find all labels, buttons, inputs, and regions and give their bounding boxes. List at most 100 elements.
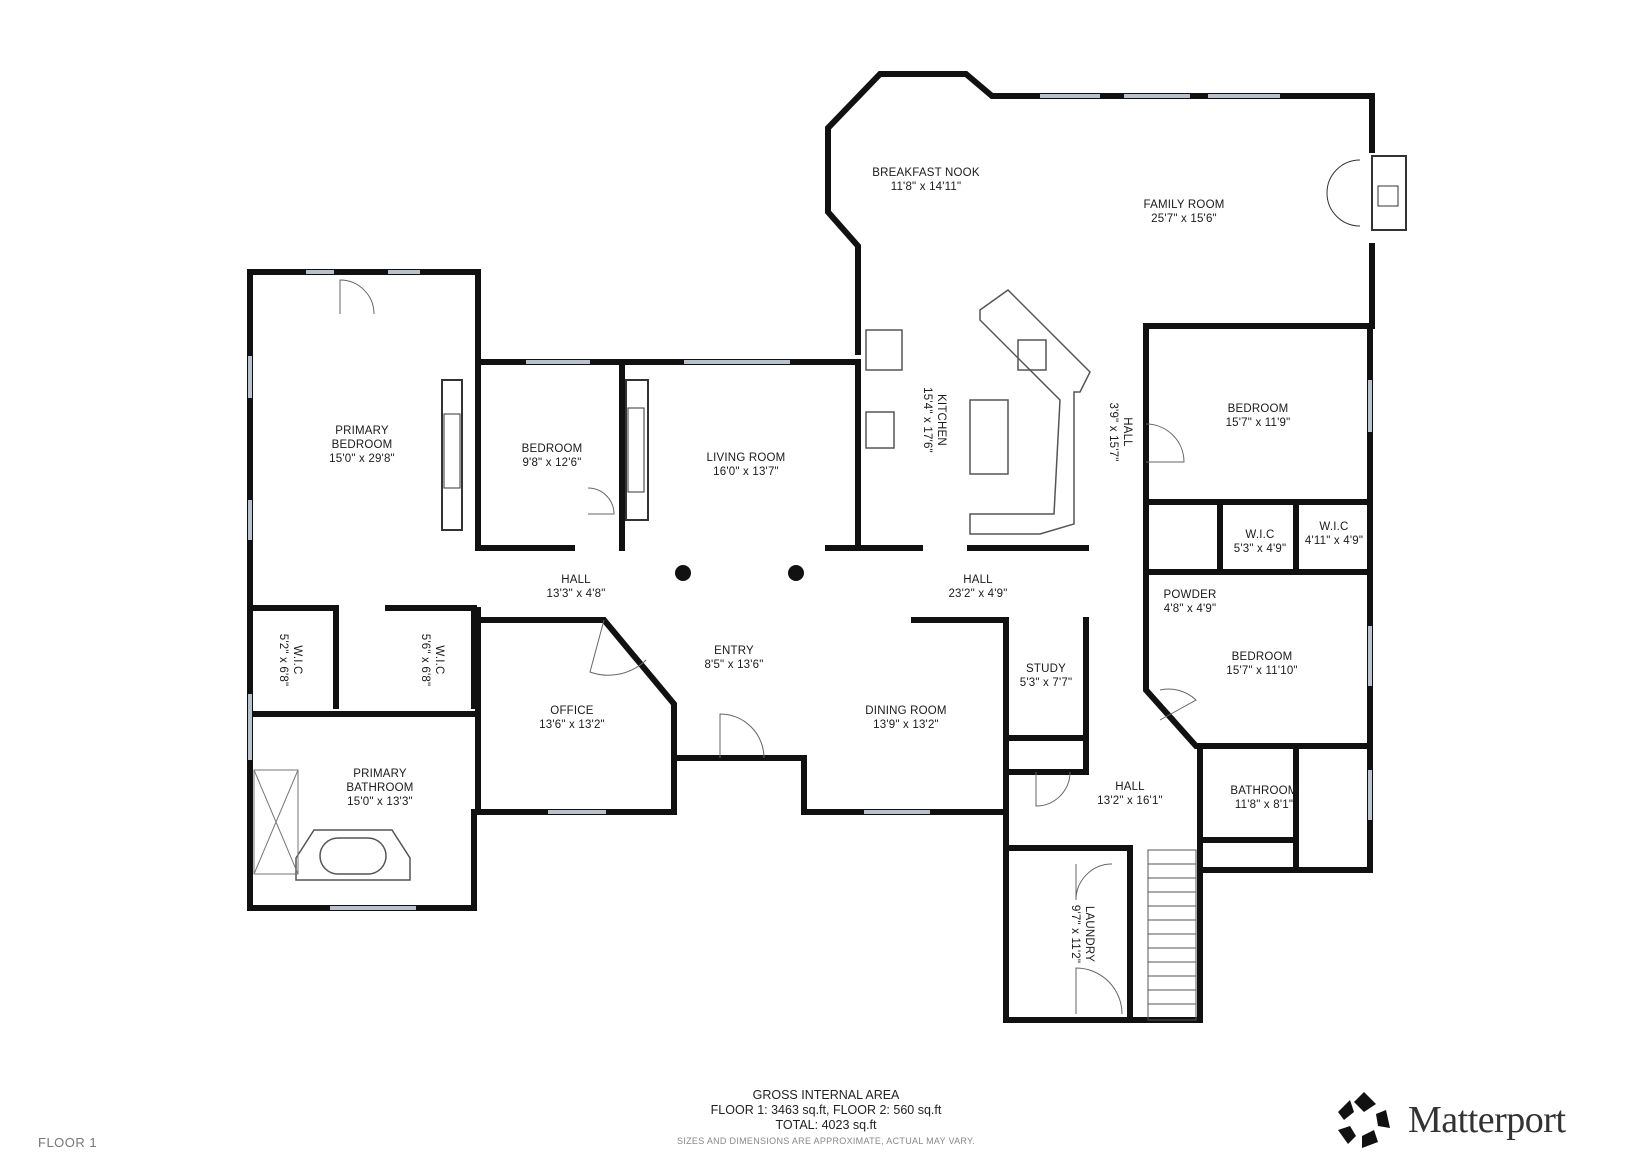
room-name: PRIMARY	[353, 768, 407, 780]
room-dims: 11'8" x 8'1"	[1234, 799, 1294, 811]
room-dims: 13'6" x 13'2"	[539, 719, 605, 731]
area-floors: FLOOR 1: 3463 sq.ft, FLOOR 2: 560 sq.ft	[710, 1103, 942, 1117]
room-dims: 5'6" x 6'8"	[419, 633, 431, 687]
wall-office	[475, 617, 677, 815]
room-label-primary-bathroom: PRIMARY BATHROOM 15'0" x 13'3"	[346, 767, 413, 809]
room-label-breakfast-nook: BREAKFAST NOOK 11'8" x 14'11"	[872, 166, 979, 194]
room-label-bedroom-1: BEDROOM 9'8" x 12'6"	[522, 442, 583, 470]
room-dims: 3'9" x 15'7"	[1107, 402, 1119, 462]
matterport-logo-icon	[1338, 1092, 1390, 1148]
wall-study-south	[1003, 735, 1089, 775]
wall-entry-south	[671, 649, 1009, 815]
room-label-bathroom: BATHROOM 11'8" x 8'1"	[1230, 784, 1297, 812]
door-swings	[339, 279, 1197, 1015]
wall-wic	[1143, 499, 1373, 575]
room-dims: 9'8" x 12'6"	[522, 457, 582, 469]
room-dims: 5'3" x 4'9"	[1233, 543, 1287, 555]
area-title: GROSS INTERNAL AREA	[752, 1088, 900, 1102]
kitchen-island-icon	[865, 289, 1091, 535]
room-label-hall-left: HALL 13'3" x 4'8"	[546, 573, 605, 601]
gross-area-summary: GROSS INTERNAL AREA FLOOR 1: 3463 sq.ft,…	[677, 1088, 975, 1149]
room-label-primary-bedroom: PRIMARY BEDROOM 15'0" x 29'8"	[329, 424, 395, 466]
column-left	[675, 565, 691, 581]
room-dims: 11'8" x 14'11"	[890, 181, 962, 193]
room-dims: 5'2" x 6'8"	[277, 633, 289, 687]
bathtub-primary-icon	[295, 829, 411, 881]
area-total: TOTAL: 4023 sq.ft	[775, 1118, 877, 1132]
room-name: HALL	[1121, 417, 1133, 447]
room-dims: 15'7" x 11'9"	[1225, 417, 1291, 429]
wall-bathroom	[1197, 747, 1299, 873]
room-label-kitchen: KITCHEN 15'4" x 17'6"	[920, 387, 948, 453]
fireplace-primary-icon	[441, 379, 463, 531]
room-label-wic-c: W.I.C 5'2" x 6'8"	[276, 634, 304, 686]
room-dims: 13'3" x 4'8"	[546, 588, 606, 600]
room-dims: 8'5" x 13'6"	[704, 659, 764, 671]
room-label-bedroom-2: BEDROOM 15'7" x 11'9"	[1226, 402, 1291, 430]
room-dims: 16'0" x 13'7"	[713, 466, 779, 478]
exterior-wall-primary-west	[247, 269, 477, 911]
room-label-wic-a: W.I.C 5'3" x 4'9"	[1234, 528, 1286, 556]
room-dims: 15'7" x 11'10"	[1226, 665, 1298, 677]
wall-kitchen-west	[855, 359, 923, 551]
room-label-hall-center: HALL 23'2" x 4'9"	[948, 573, 1007, 601]
room-name-2: BEDROOM	[331, 439, 393, 451]
room-name: BEDROOM	[521, 443, 583, 455]
room-dims: 15'0" x 13'3"	[347, 796, 413, 808]
windows	[248, 94, 1372, 910]
column-right	[788, 565, 804, 581]
room-name: LIVING ROOM	[706, 452, 786, 464]
room-dims: 23'2" x 4'9"	[948, 588, 1008, 600]
shower-primary-icon	[253, 769, 299, 875]
room-dims: 4'8" x 4'9"	[1163, 603, 1217, 615]
room-dims: 15'0" x 29'8"	[329, 453, 395, 465]
stairs-icon	[1147, 849, 1197, 1021]
room-label-hall-lower: HALL 13'2" x 16'1"	[1097, 780, 1163, 808]
room-label-laundry: LAUNDRY 9'7" x 11'2"	[1068, 905, 1096, 963]
room-name: W.I.C	[1245, 529, 1275, 541]
room-dims: 13'2" x 16'1"	[1097, 795, 1163, 807]
room-name: ENTRY	[714, 645, 754, 657]
room-label-hall-vertical: HALL 3'9" x 15'7"	[1106, 402, 1134, 461]
exterior-wall-primary-north	[247, 269, 481, 355]
wall-living-south	[825, 447, 861, 551]
wall-wic-primary	[247, 605, 477, 709]
room-label-living-room: LIVING ROOM 16'0" x 13'7"	[707, 451, 786, 479]
room-label-dining-room: DINING ROOM 13'9" x 13'2"	[865, 704, 946, 732]
room-name: OFFICE	[550, 705, 594, 717]
room-dims: 5'3" x 7'7"	[1019, 677, 1073, 689]
room-dims: 25'7" x 15'6"	[1151, 213, 1217, 225]
brand-name: Matterport	[1408, 1099, 1566, 1141]
wall-laundry-north	[1003, 845, 1133, 1023]
wall-lower-hall-west	[1003, 809, 1203, 1023]
room-dims: 15'4" x 17'6"	[921, 387, 933, 453]
room-dims: 4'11" x 4'9"	[1304, 535, 1364, 547]
room-label-bedroom-3: BEDROOM 15'7" x 11'10"	[1226, 650, 1297, 678]
room-name: BEDROOM	[1227, 403, 1289, 415]
room-label-powder: POWDER 4'8" x 4'9"	[1164, 588, 1217, 616]
room-name: LAUNDRY	[1083, 905, 1095, 963]
room-name: HALL	[1115, 781, 1145, 793]
room-label-entry: ENTRY 8'5" x 13'6"	[704, 644, 763, 672]
room-label-wic-b: W.I.C 4'11" x 4'9"	[1305, 520, 1363, 548]
fireplace-family-icon	[1326, 155, 1407, 231]
room-name-2: BATHROOM	[346, 782, 414, 794]
wall-study	[1003, 617, 1089, 741]
room-name: POWDER	[1163, 589, 1217, 601]
room-name: KITCHEN	[935, 394, 947, 446]
brand: Matterport	[1334, 1090, 1566, 1150]
room-label-office: OFFICE 13'6" x 13'2"	[539, 704, 605, 732]
fireplace-living-icon	[625, 379, 649, 521]
room-name: DINING ROOM	[865, 705, 947, 717]
room-name: HALL	[561, 574, 591, 586]
room-name: PRIMARY	[335, 425, 389, 437]
room-name: BEDROOM	[1231, 651, 1293, 663]
room-label-family-room: FAMILY ROOM 25'7" x 15'6"	[1143, 198, 1224, 226]
area-disclaimer: SIZES AND DIMENSIONS ARE APPROXIMATE, AC…	[677, 1136, 975, 1146]
exterior-wall-north	[825, 71, 1375, 355]
floor-label: FLOOR 1	[38, 1135, 98, 1150]
room-name: STUDY	[1026, 663, 1066, 675]
room-label-wic-d: W.I.C 5'6" x 6'8"	[418, 634, 446, 686]
room-label-study: STUDY 5'3" x 7'7"	[1020, 662, 1072, 690]
